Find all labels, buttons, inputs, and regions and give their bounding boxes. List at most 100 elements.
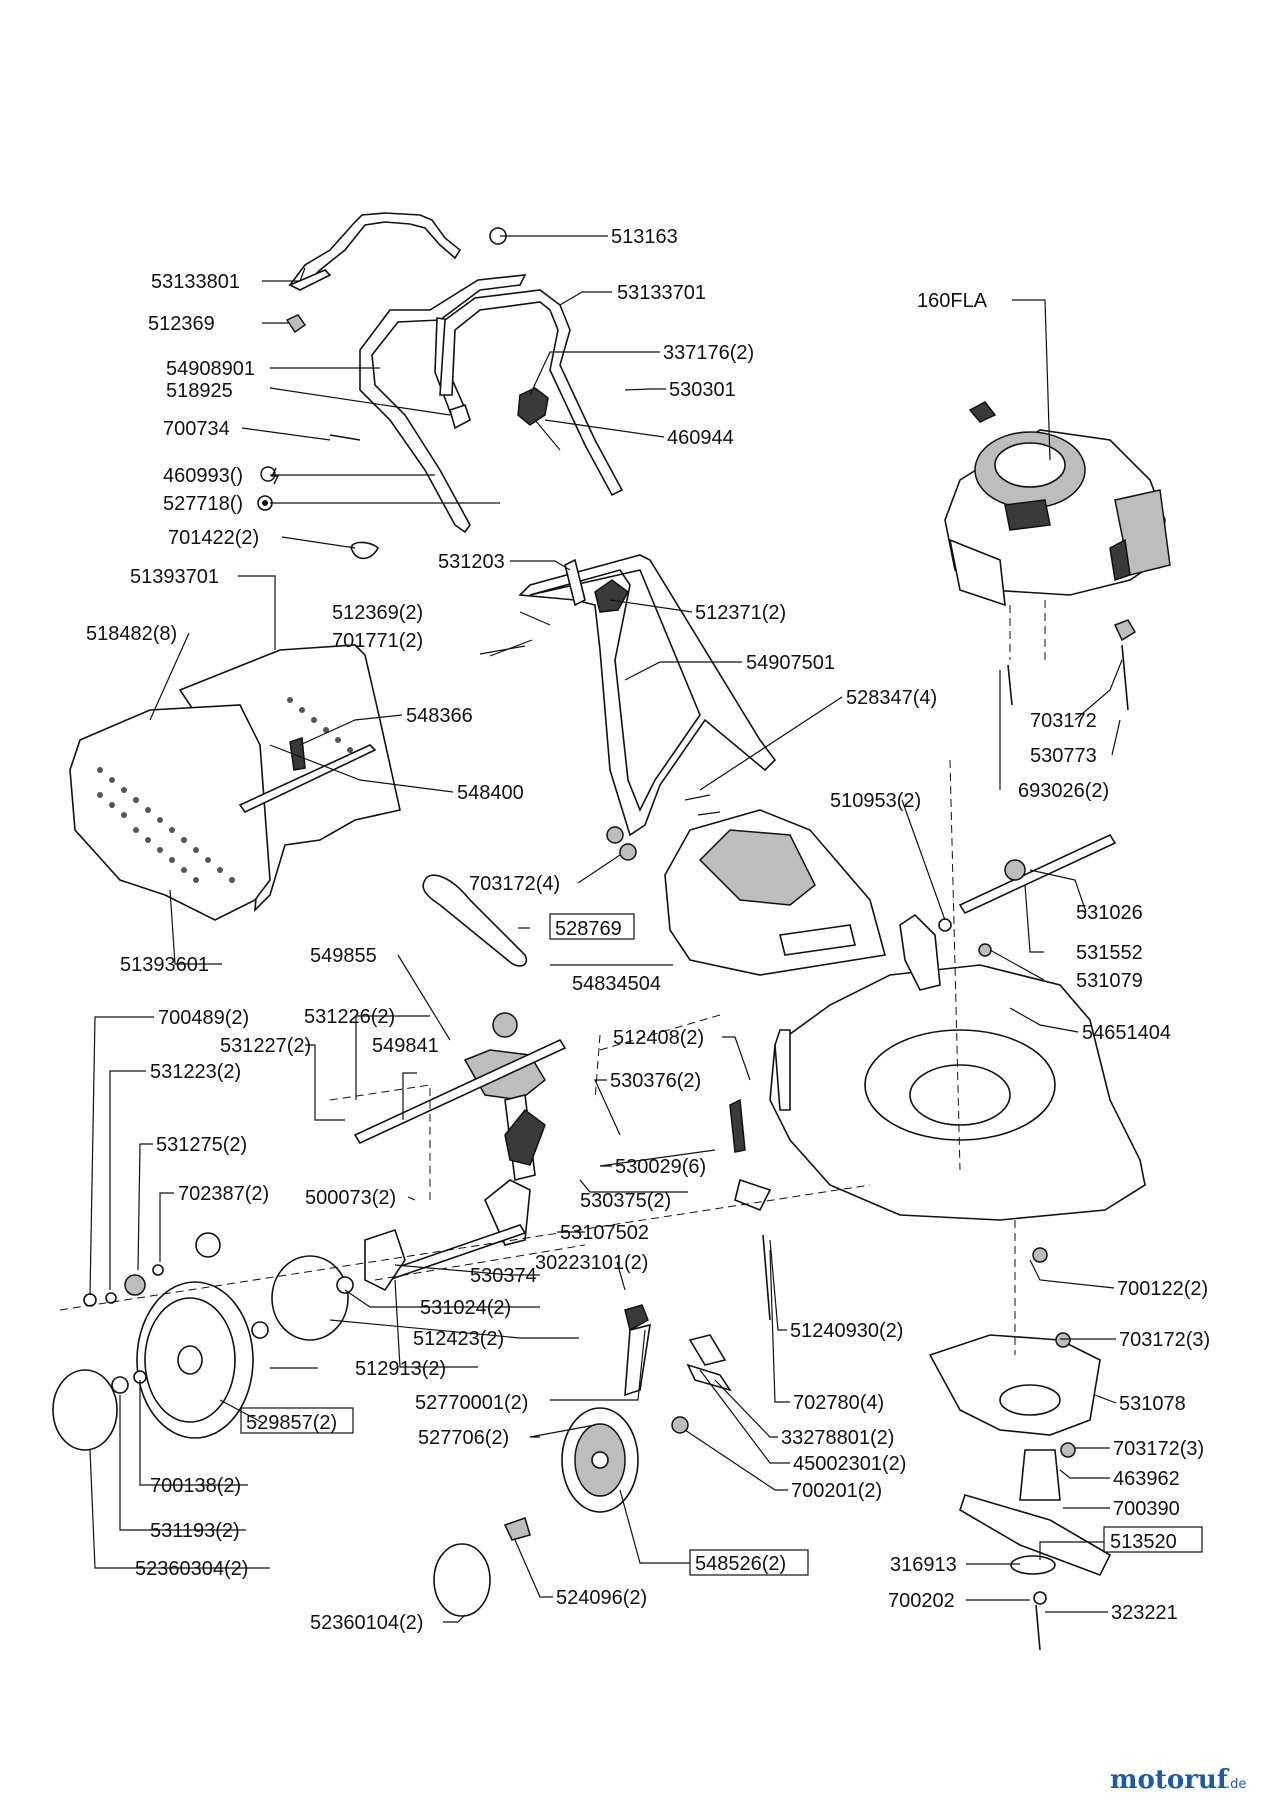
part-label: 530376(2) [610, 1070, 701, 1092]
part-label: 52360104(2) [310, 1612, 423, 1634]
part-label-boxed: 513520 [1110, 1531, 1177, 1553]
front-wheel-drawing [561, 1407, 639, 1513]
part-label: 52770001(2) [415, 1392, 528, 1414]
part-label: 531227(2) [220, 1035, 311, 1057]
part-label: 54907501 [746, 652, 835, 674]
part-label: 53107502 [560, 1222, 649, 1244]
part-label: 701771(2) [332, 630, 423, 652]
part-label: 518925 [166, 380, 233, 402]
part-label: 524096(2) [556, 1587, 647, 1609]
watermark-brand: motoruf [1110, 1765, 1230, 1795]
part-label: 160FLA [917, 290, 988, 312]
rabbit-lightning-icon [260, 466, 280, 485]
part-label: 54651404 [1082, 1022, 1171, 1044]
part-label: 549855 [310, 945, 377, 967]
part-label: 51393601 [120, 954, 209, 976]
part-label: 702780(4) [793, 1392, 884, 1414]
lever-53107502-drawing [504, 1108, 546, 1166]
part-label: 460993() [163, 465, 243, 487]
wheel-disc-drawing [271, 1255, 349, 1341]
part-label: 528347(4) [846, 687, 937, 709]
part-label: 531223(2) [150, 1061, 241, 1083]
engine-drawing [944, 401, 1171, 607]
part-drawings [52, 212, 1171, 1651]
part-label: 51240930(2) [790, 1320, 903, 1342]
part-label: 518482(8) [86, 623, 177, 645]
part-label: 337176(2) [663, 342, 754, 364]
part-label: 703172(3) [1119, 1329, 1210, 1351]
part-label: 54908901 [166, 358, 255, 380]
part-label: 548366 [406, 705, 473, 727]
mower-deck-drawing [769, 913, 1146, 1221]
part-label: 701422(2) [168, 527, 259, 549]
nut-512369-drawing [285, 314, 307, 334]
engine-control-symbols [257, 466, 280, 511]
part-label: 527706(2) [418, 1427, 509, 1449]
part-labels: 53133801 512369 54908901 518925 700734 4… [86, 226, 1210, 1634]
boxed-label-frame [1103, 1526, 1203, 1553]
part-label: 530375(2) [580, 1190, 671, 1212]
part-label: 703172(4) [469, 873, 560, 895]
part-label: 531275(2) [156, 1134, 247, 1156]
watermark-tld: .de [1226, 1777, 1246, 1792]
boxed-label-frame [549, 913, 635, 940]
part-label: 30223101(2) [535, 1252, 648, 1274]
part-label: 700201(2) [791, 1480, 882, 1502]
part-label: 531024(2) [420, 1297, 511, 1319]
part-label: 52360304(2) [135, 1558, 248, 1580]
part-label: 531026 [1076, 902, 1143, 924]
part-label: 500073(2) [305, 1187, 396, 1209]
front-hubcap-drawing [433, 1543, 491, 1617]
grass-bag-drawing [69, 644, 401, 921]
part-label-boxed: 529857(2) [246, 1412, 337, 1434]
star-knob-512371-drawing [594, 579, 629, 613]
part-label: 700122(2) [1117, 1278, 1208, 1300]
upper-frame-drawing [439, 289, 624, 497]
part-label: 45002301(2) [793, 1453, 906, 1475]
lower-handle-drawing [518, 554, 777, 837]
part-label: 530301 [669, 379, 736, 401]
part-label: 512913(2) [355, 1358, 446, 1380]
boxed-label-frame [689, 1549, 809, 1576]
choke-icon [257, 495, 273, 511]
part-label: 513163 [611, 226, 678, 248]
part-label: 531079 [1076, 970, 1143, 992]
part-label: 693026(2) [1018, 780, 1109, 802]
part-label-boxed: 548526(2) [695, 1553, 786, 1575]
part-label: 530374 [470, 1265, 537, 1287]
part-label: 53133701 [617, 282, 706, 304]
cable-knob-drawing [517, 387, 561, 451]
rear-wheel-drawing [136, 1281, 254, 1439]
blade-assembly-drawing [928, 1334, 1112, 1651]
part-label: 530773 [1030, 745, 1097, 767]
part-label: 531078 [1119, 1393, 1186, 1415]
belt-528769-drawing [422, 874, 528, 967]
part-label: 700390 [1113, 1498, 1180, 1520]
part-label: 530029(6) [615, 1156, 706, 1178]
part-label: 51393701 [130, 566, 219, 588]
hubcap-drawing [52, 1369, 118, 1451]
part-label: 512408(2) [613, 1027, 704, 1049]
boxed-label-frame [240, 1407, 354, 1434]
part-label: 549841 [372, 1035, 439, 1057]
part-label: 703172 [1030, 710, 1097, 732]
part-label-boxed: 528769 [555, 918, 622, 940]
part-label: 512369 [148, 313, 215, 335]
part-label: 531226(2) [304, 1006, 395, 1028]
lower-handle-left-drawing [359, 274, 527, 534]
watermark-logo: motoruf .de [1110, 1765, 1246, 1795]
part-label: 53133801 [151, 271, 240, 293]
part-label: 703172(3) [1113, 1438, 1204, 1460]
part-label: 54834504 [572, 973, 661, 995]
part-label: 460944 [667, 427, 734, 449]
part-label: 702387(2) [178, 1183, 269, 1205]
part-label: 512423(2) [413, 1328, 504, 1350]
clip-701422-drawing [350, 541, 379, 560]
part-label: 548400 [457, 782, 524, 804]
part-label: 531193(2) [150, 1520, 240, 1542]
part-label: 323221 [1111, 1602, 1178, 1624]
bolt-700734-drawing [329, 434, 361, 441]
part-label: 510953(2) [830, 790, 921, 812]
part-label: 512369(2) [332, 602, 423, 624]
part-label: 531203 [438, 551, 505, 573]
